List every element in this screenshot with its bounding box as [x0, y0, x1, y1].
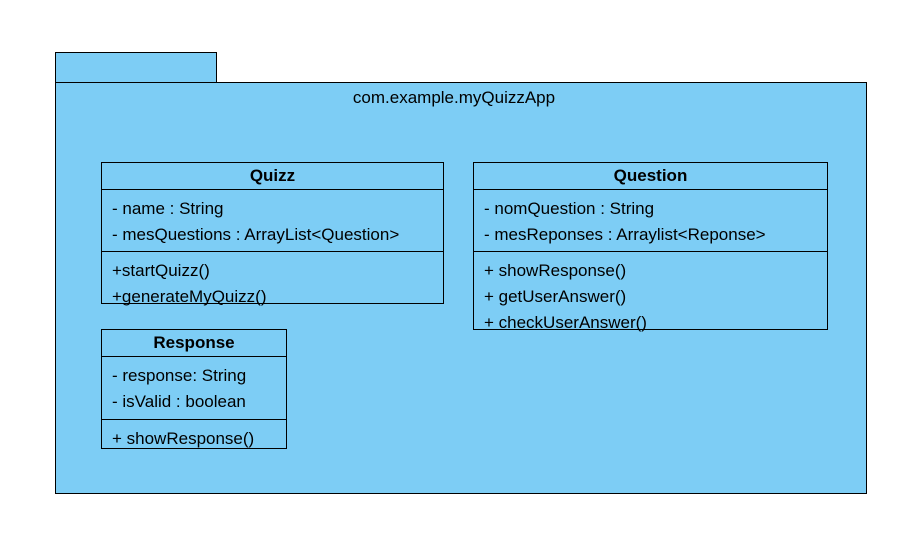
method: + showResponse()	[112, 429, 255, 448]
attribute: - nomQuestion : String	[484, 199, 655, 218]
method: +startQuizz()	[112, 261, 210, 280]
attribute: - mesQuestions : ArrayList<Question>	[112, 225, 400, 244]
package-name: com.example.myQuizzApp	[352, 88, 556, 107]
attribute: - name : String	[112, 199, 224, 218]
class-name: Question	[474, 163, 827, 190]
class-quizz[interactable]: Quizz - name : String - mesQuestions : A…	[101, 162, 444, 306]
class-question[interactable]: Question - nomQuestion : String - mesRep…	[473, 162, 828, 332]
method: + showResponse()	[484, 261, 627, 280]
method: +generateMyQuizz()	[112, 287, 267, 306]
package-tab	[55, 52, 217, 83]
class-name: Response	[102, 330, 286, 357]
method: + checkUserAnswer()	[484, 313, 647, 332]
attributes-compartment: - response: String - isValid : boolean	[102, 357, 286, 420]
class-name: Quizz	[102, 163, 443, 190]
methods-compartment: + showResponse() + getUserAnswer() + che…	[474, 252, 827, 340]
attribute: - response: String	[112, 366, 247, 385]
attribute: - mesReponses : Arraylist<Reponse>	[484, 225, 766, 244]
methods-compartment: +startQuizz() +generateMyQuizz()	[102, 252, 443, 314]
methods-compartment: + showResponse()	[102, 420, 286, 456]
class-response[interactable]: Response - response: String - isValid : …	[101, 329, 287, 449]
attributes-compartment: - name : String - mesQuestions : ArrayLi…	[102, 190, 443, 252]
method: + getUserAnswer()	[484, 287, 627, 306]
attribute: - isValid : boolean	[112, 392, 246, 411]
attributes-compartment: - nomQuestion : String - mesReponses : A…	[474, 190, 827, 252]
